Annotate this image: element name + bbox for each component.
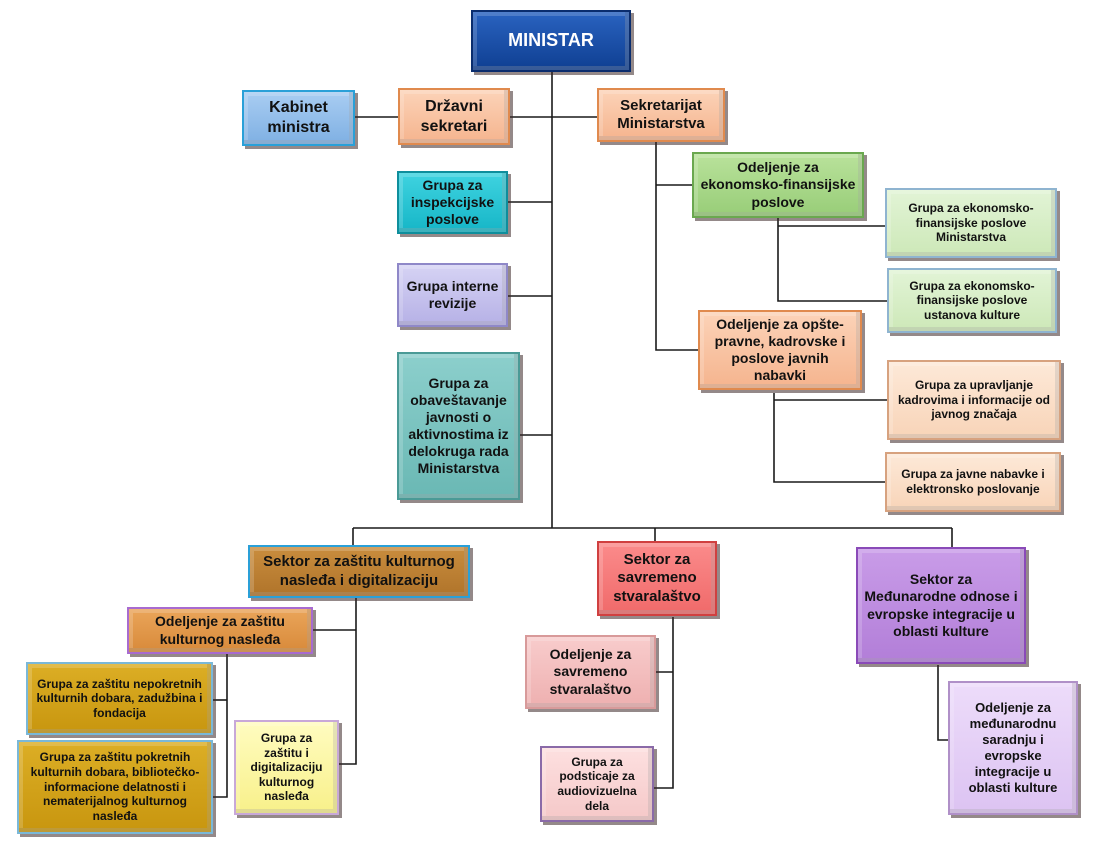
- node-odeljenje-ekonomsko[interactable]: Odeljenje za ekonomsko-finansijske poslo…: [692, 152, 864, 218]
- node-drzavni-sekretari[interactable]: Državni sekretari: [398, 88, 510, 145]
- connector-stvaralastvo-children: [654, 617, 674, 789]
- node-grupa-nabavke[interactable]: Grupa za javne nabavke i elektronsko pos…: [885, 452, 1061, 512]
- node-label: Sektor za Međunarodne odnose i evropske …: [864, 571, 1018, 639]
- node-label: Odeljenje za ekonomsko-finansijske poslo…: [700, 159, 856, 210]
- connector-odeljenje-groups: [213, 652, 228, 798]
- node-label: Grupa za javne nabavke i elektronsko pos…: [901, 467, 1045, 496]
- connector-sekretarijat-odeljenja: [655, 140, 698, 351]
- node-grupa-inspekcijske[interactable]: Grupa za inspekcijske poslove: [397, 171, 508, 234]
- node-grupa-audiovizuelna[interactable]: Grupa za podsticaje za audiovizuelna del…: [540, 746, 654, 822]
- node-label: Sektor za savremeno stvaralaštvo: [613, 551, 701, 605]
- node-grupa-kadrovi[interactable]: Grupa za upravljanje kadrovima i informa…: [887, 360, 1061, 440]
- node-kabinet-ministra[interactable]: Kabinet ministra: [242, 90, 355, 146]
- node-sektor-nasledje[interactable]: Sektor za zaštitu kulturnog nasleđa i di…: [248, 545, 470, 598]
- node-label: Grupa za obaveštavanje javnosti o aktivn…: [408, 374, 509, 477]
- node-label: Grupa za upravljanje kadrovima i informa…: [897, 378, 1051, 422]
- node-odeljenje-nasledje[interactable]: Odeljenje za zaštitu kulturnog nasleđa: [127, 607, 313, 654]
- node-sekretarijat-ministarstva[interactable]: Sekretarijat Ministarstva: [597, 88, 725, 142]
- node-label: Grupa interne revizije: [406, 277, 499, 311]
- node-label: Državni sekretari: [420, 97, 488, 135]
- node-label: Grupa za zaštitu nepokretnih kulturnih d…: [36, 676, 203, 720]
- node-grupa-pokretna[interactable]: Grupa za zaštitu pokretnih kulturnih dob…: [17, 740, 213, 834]
- node-odeljenje-medjunarodna[interactable]: Odeljenje za međunarodnu saradnju i evro…: [948, 681, 1078, 815]
- connector-medjunarodni-child: [937, 665, 948, 741]
- node-label: Grupa za ekonomsko-finansijske poslove u…: [909, 278, 1035, 322]
- connector-ekonomsko-groups: [777, 218, 887, 302]
- node-label: Odeljenje za savremeno stvaralaštvo: [549, 646, 632, 697]
- node-grupa-ekon-ustanova[interactable]: Grupa za ekonomsko-finansijske poslove u…: [887, 268, 1057, 333]
- node-grupa-ekon-ministarstva[interactable]: Grupa za ekonomsko-finansijske poslove M…: [885, 188, 1057, 258]
- node-label: Kabinet ministra: [267, 99, 330, 136]
- node-label: Grupa za ekonomsko-finansijske poslove M…: [908, 201, 1034, 245]
- node-label: Odeljenje za međunarodnu saradnju i evro…: [968, 700, 1058, 795]
- node-label: Sektor za zaštitu kulturnog nasleđa i di…: [263, 553, 455, 589]
- node-label: Sekretarijat Ministarstva: [617, 96, 705, 132]
- node-grupa-digitalizacija[interactable]: Grupa za zaštitu i digitalizaciju kultur…: [234, 720, 339, 815]
- node-label: Grupa za zaštitu i digitalizaciju kultur…: [250, 730, 323, 804]
- node-odeljenje-opste-pravne[interactable]: Odeljenje za opšte-pravne, kadrovske i p…: [698, 310, 862, 390]
- connector-nasledje-children: [339, 596, 357, 765]
- node-grupa-obavestavanje[interactable]: Grupa za obaveštavanje javnosti o aktivn…: [397, 352, 520, 500]
- node-label: Odeljenje za opšte-pravne, kadrovske i p…: [714, 315, 846, 384]
- node-label: Odeljenje za zaštitu kulturnog nasleđa: [155, 613, 285, 647]
- node-sektor-stvaralastvo[interactable]: Sektor za savremeno stvaralaštvo: [597, 541, 717, 616]
- node-label: MINISTAR: [508, 30, 594, 51]
- node-label: Grupa za zaštitu pokretnih kulturnih dob…: [30, 750, 200, 823]
- node-minister[interactable]: MINISTAR: [471, 10, 631, 72]
- node-grupa-nepokretna[interactable]: Grupa za zaštitu nepokretnih kulturnih d…: [26, 662, 213, 735]
- node-sektor-medjunarodni[interactable]: Sektor za Međunarodne odnose i evropske …: [856, 547, 1026, 664]
- node-odeljenje-stvaralastvo[interactable]: Odeljenje za savremeno stvaralaštvo: [525, 635, 656, 709]
- connector-opste-groups: [773, 393, 887, 483]
- node-label: Grupa za podsticaje za audiovizuelna del…: [557, 754, 637, 813]
- node-label: Grupa za inspekcijske poslove: [410, 176, 495, 228]
- node-grupa-interne-revizije[interactable]: Grupa interne revizije: [397, 263, 508, 327]
